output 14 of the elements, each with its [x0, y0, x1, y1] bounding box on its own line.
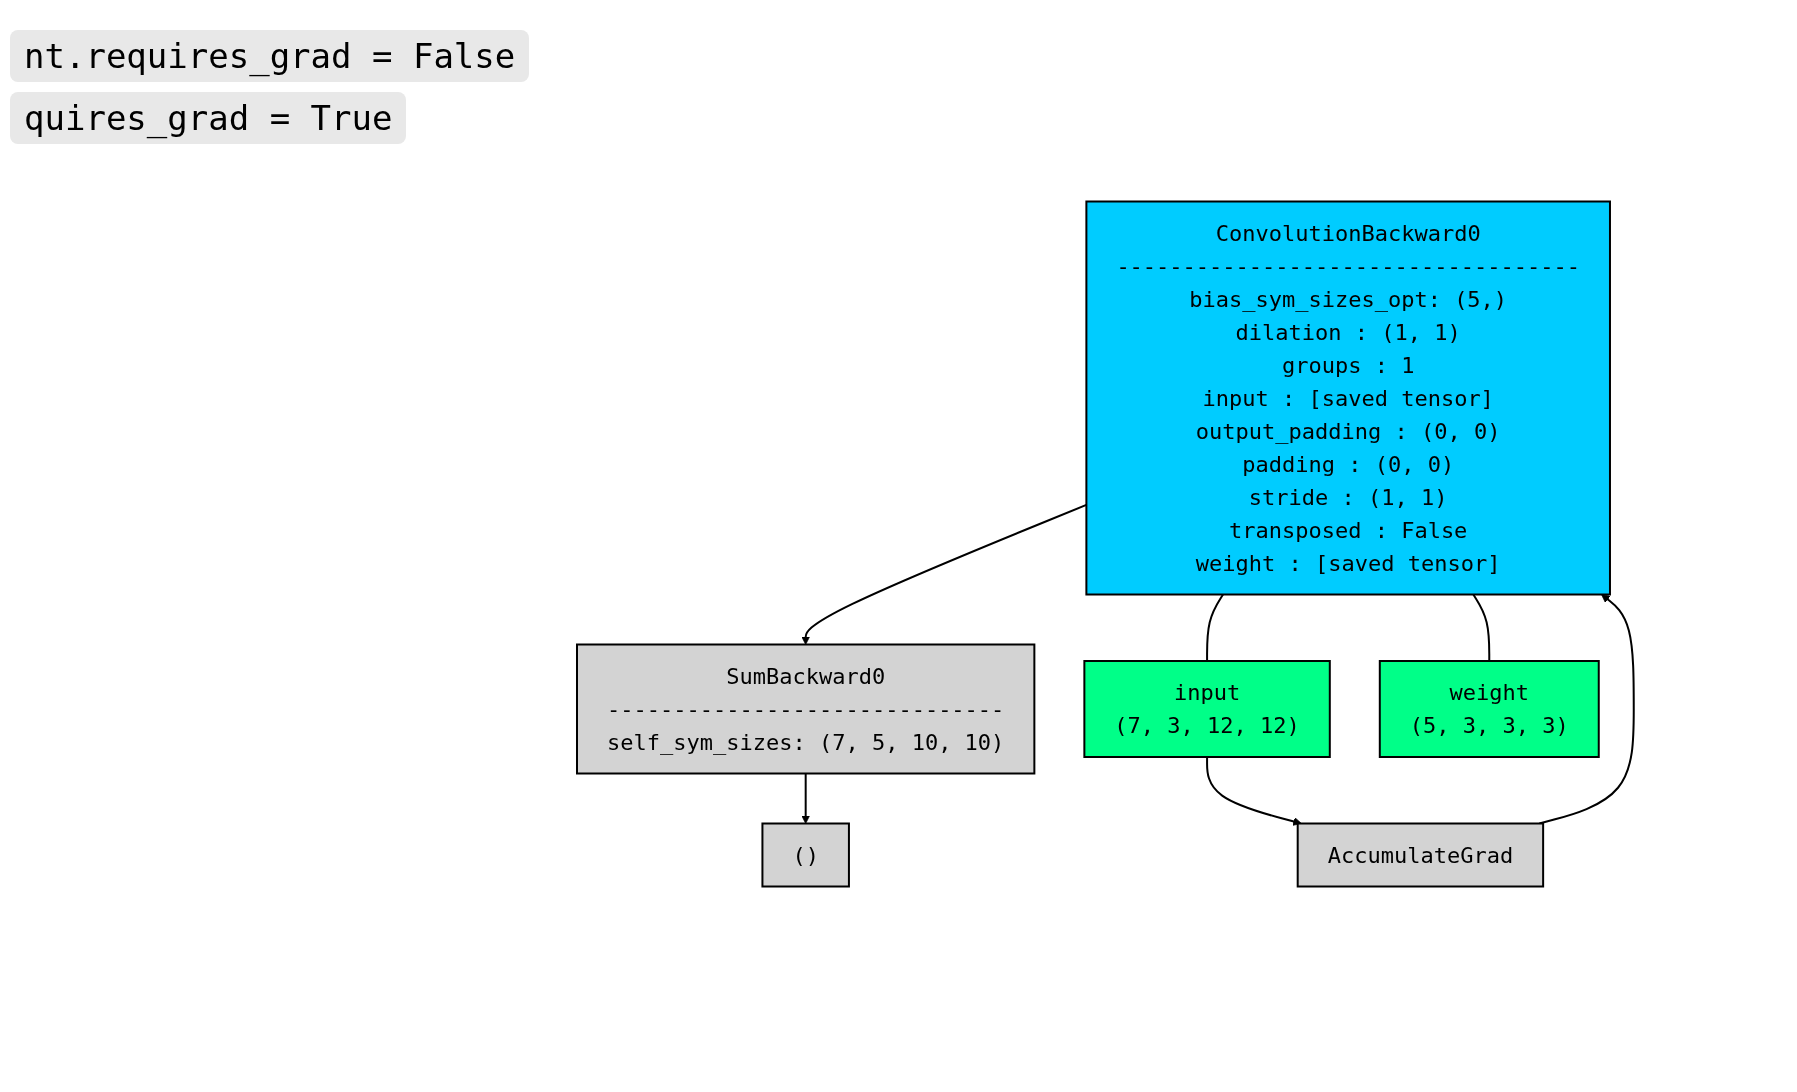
node-box: SumBackward0 ------------------------------ self_sym_sizes: (7, 5, 10, 10): [575, 643, 1035, 775]
connector: [1471, 593, 1490, 662]
arrow: [800, 772, 810, 824]
node-box: (): [761, 822, 850, 888]
node-box: weight (5, 3, 3, 3): [1378, 660, 1600, 758]
arrow: [800, 503, 1087, 645]
arrow: [1205, 756, 1302, 826]
node-box: ConvolutionBackward0 ----------------------------------- bias_sym_sizes_opt: (5,) dilation : (1, 1) groups : 1 input : [saved tensor] output_padding : (0, 0) padding : (0, 0) stride : (1, 1) transposed : False weight : [saved tensor]: [1085, 200, 1611, 596]
arrow: [1538, 594, 1635, 825]
node-box: AccumulateGrad: [1296, 822, 1544, 888]
connector: [1205, 593, 1224, 662]
code-snippet: quires_grad = True: [10, 92, 407, 144]
node-box: input (7, 3, 12, 12): [1083, 660, 1331, 758]
code-snippet: nt.requires_grad = False: [10, 30, 530, 82]
